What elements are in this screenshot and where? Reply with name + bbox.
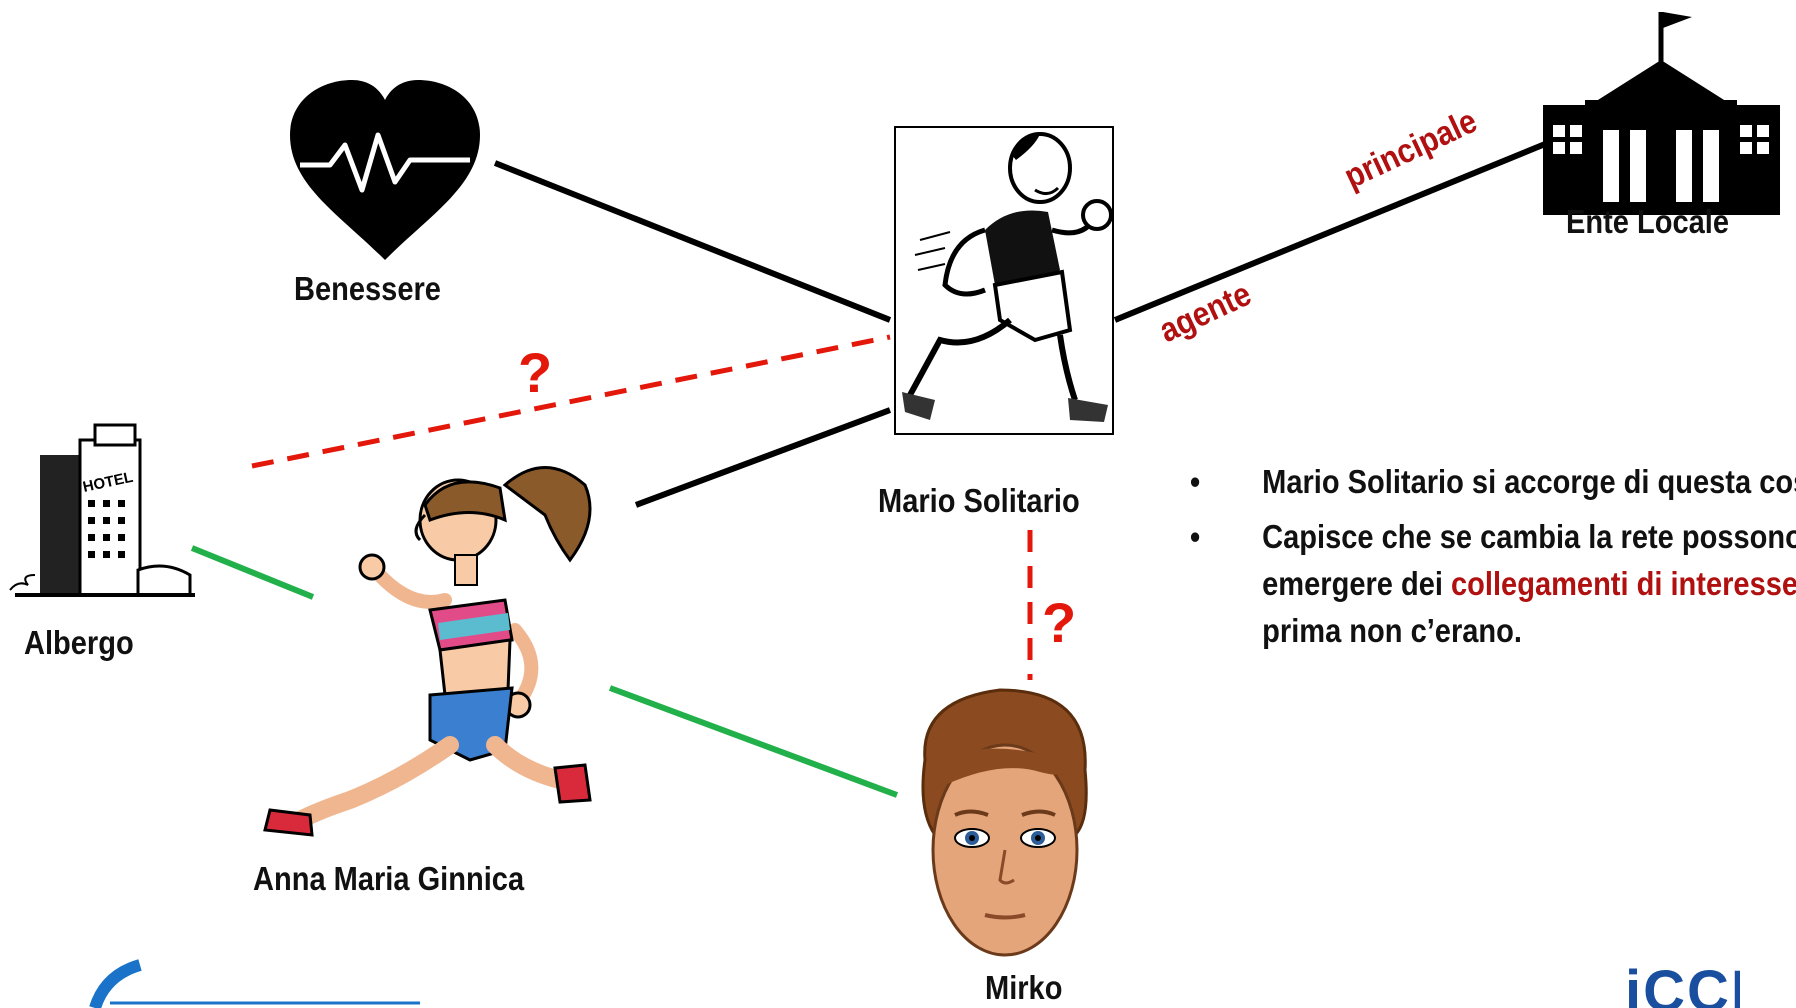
left-logo [89, 959, 420, 1008]
heart-icon [290, 80, 480, 260]
edge-mario-ente [1113, 139, 1552, 323]
hotel-icon: HOTEL [9, 423, 195, 597]
bullet-text-1: Mario Solitario si accorge di questa cos… [1262, 463, 1796, 500]
node-label-albergo: Albergo [24, 624, 134, 661]
bullet-symbol: • [1190, 463, 1201, 500]
question-mark-mario-mirko: ? [1042, 591, 1077, 654]
bullet-item-1: • Mario Solitario si accorge di questa c… [1190, 458, 1796, 505]
bullet-text-2b: che prima non c’erano. [1262, 612, 1522, 649]
edge-albergo-mario-dashed [251, 334, 891, 469]
bullet-text-2a: Capisce che se cambia la rete possono em… [1262, 518, 1796, 602]
edge-albergo-anna [190, 545, 315, 600]
node-label-ente-locale: Ente Locale [1566, 203, 1730, 240]
node-label-benessere: Benessere [294, 270, 441, 307]
runner-cartoon-image [894, 126, 1114, 435]
edge-benessere-mario [493, 160, 892, 323]
question-mark-albergo-mario: ? [518, 341, 553, 404]
government-building-icon [1543, 12, 1780, 215]
right-logo-text: iCCI [1625, 959, 1740, 1008]
mirko-face-image [921, 688, 1088, 957]
explanation-bullets: • Mario Solitario si accorge di questa c… [1190, 458, 1796, 654]
right-logo: iCCI [1625, 958, 1740, 1008]
bullet-symbol: • [1190, 518, 1201, 555]
node-label-anna-maria-ginnica: Anna Maria Ginnica [253, 860, 525, 897]
edge-anna-mario [634, 407, 892, 508]
bullet-item-2: • Capisce che se cambia la rete possono … [1190, 513, 1796, 654]
node-label-mario-solitario: Mario Solitario [878, 482, 1080, 519]
node-label-mirko: Mirko [985, 969, 1063, 1006]
bullet-highlight-collegamenti: collegamenti di interesse [1451, 565, 1796, 602]
female-runner-image [263, 466, 592, 837]
edge-anna-mirko [608, 685, 899, 798]
